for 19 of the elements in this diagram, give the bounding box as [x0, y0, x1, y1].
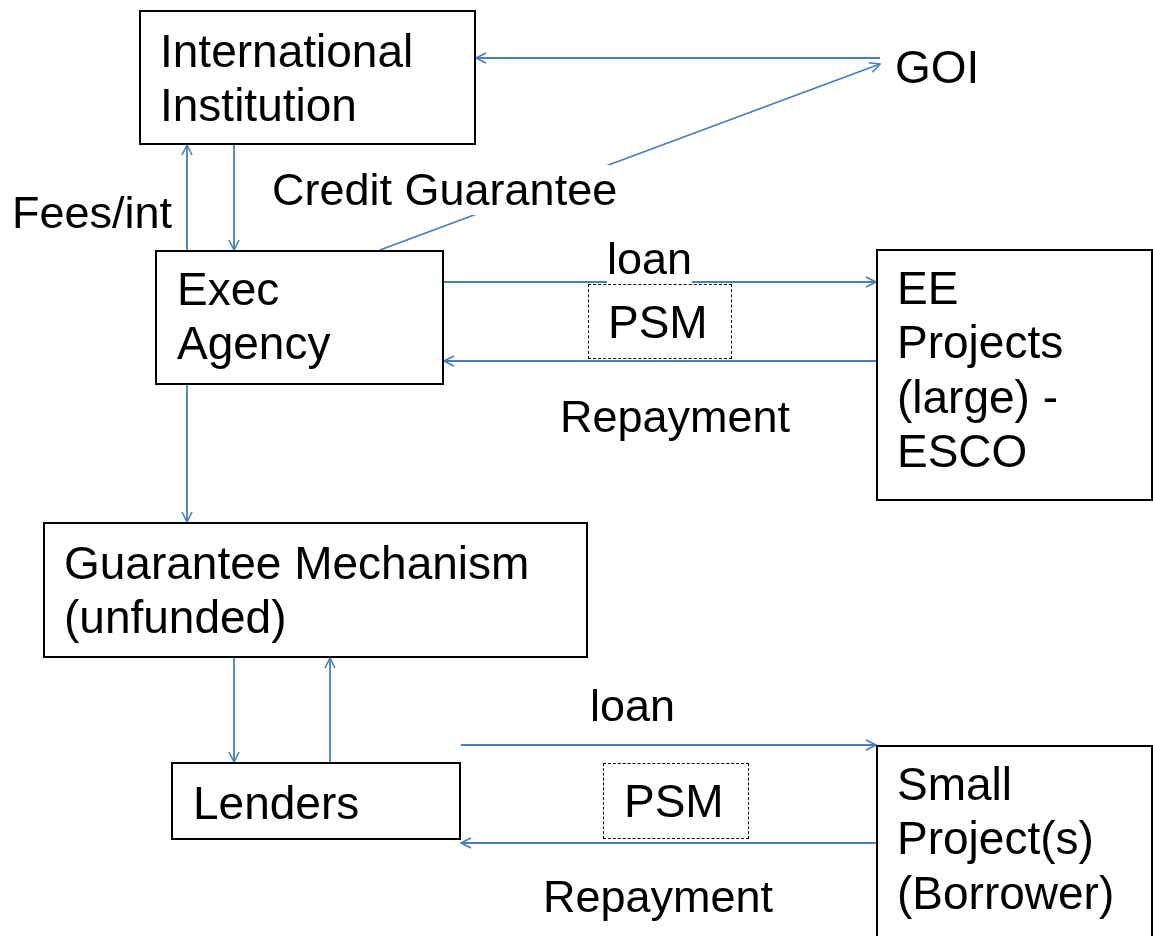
- process-box: PSM: [588, 284, 732, 359]
- edge-label: Credit Guarantee: [272, 165, 618, 215]
- process-box: EE Projects (large) - ESCO: [876, 249, 1153, 501]
- arrow: [460, 837, 877, 849]
- arrow: [181, 144, 193, 251]
- arrow: [460, 739, 877, 751]
- process-box: PSM: [603, 763, 749, 839]
- arrow: [228, 144, 240, 251]
- process-box: International Institution: [139, 10, 476, 145]
- process-box: Exec Agency: [155, 250, 444, 385]
- arrow: [475, 52, 881, 64]
- arrow: [181, 384, 193, 523]
- entity-label: GOI: [880, 38, 1005, 98]
- process-box: Guarantee Mechanism (unfunded): [43, 522, 588, 658]
- arrow: [324, 657, 336, 763]
- process-box: Small Project(s) (Borrower): [876, 745, 1153, 936]
- process-box: Lenders: [171, 762, 461, 840]
- arrow: [228, 657, 240, 763]
- arrow: [443, 355, 877, 367]
